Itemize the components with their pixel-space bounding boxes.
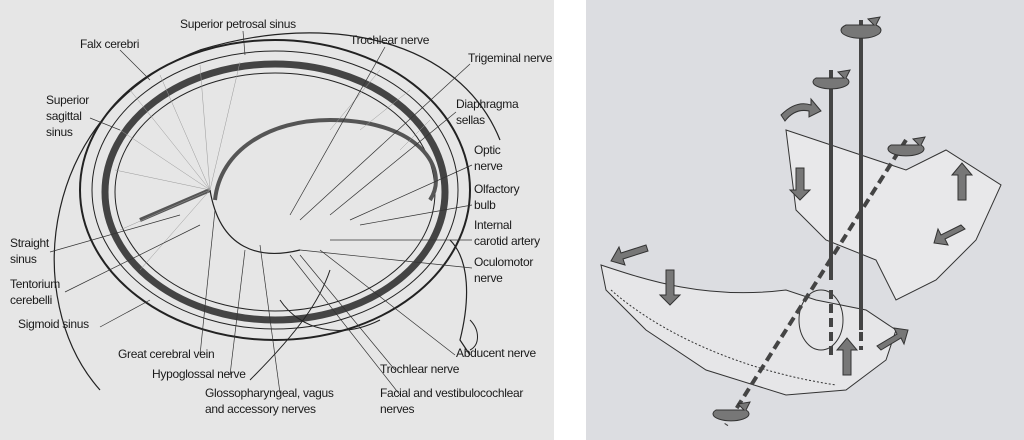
label-line: Diaphragma [456,97,519,111]
label-hypoglossal-nerve: Hypoglossal nerve [152,367,246,381]
label-line: sellas [456,113,485,127]
label-glossopharyngeal-vagus-accessory: Glossopharyngeal, vagus and accessory ner… [205,385,334,417]
label-diaphragma-sellas: Diaphragma sellas [456,96,519,128]
label-falx-cerebri: Falx cerebri [80,37,140,51]
skull-rotation-axes-diagram [586,0,1024,440]
label-line: Facial and vestibulocochlear [380,386,524,400]
label-line: carotid artery [474,234,540,248]
label-internal-carotid-artery: Internal carotid artery [474,217,540,249]
label-line: Superior [46,93,89,107]
label-tentorium-cerebelli: Tentorium cerebelli [10,276,60,308]
skull-rotation-drawing [600,16,1002,427]
label-line: sagittal [46,109,82,123]
label-superior-sagittal-sinus: Superior sagittal sinus [46,92,89,140]
label-oculomotor-nerve: Oculomotor nerve [474,254,533,286]
label-trochlear-nerve-bottom: Trochlear nerve [380,362,460,376]
label-line: Tentorium [10,277,60,291]
label-straight-sinus: Straight sinus [10,235,49,267]
label-facial-vestibulocochlear: Facial and vestibulocochlear nerves [380,385,523,417]
label-line: Oculomotor [474,255,534,269]
label-optic-nerve: Optic nerve [474,142,503,174]
label-olfactory-bulb: Olfactory bulb [474,181,520,213]
label-line: sinus [46,125,73,139]
label-great-cerebral-vein: Great cerebral vein [118,347,215,361]
label-superior-petrosal-sinus: Superior petrosal sinus [180,17,296,31]
label-line: nerve [474,159,503,173]
label-line: Olfactory [474,182,520,196]
dural-folds-diagram: Superior petrosal sinus Falx cerebri Tro… [0,0,554,440]
skull-section-drawing [49,30,501,396]
label-trochlear-nerve-top: Trochlear nerve [350,33,430,47]
label-abducent-nerve: Abducent nerve [456,346,536,360]
label-line: and accessory nerves [205,402,316,416]
label-line: bulb [474,198,496,212]
label-line: Optic [474,143,501,157]
label-line: Glossopharyngeal, vagus [205,386,334,400]
label-line: sinus [10,252,37,266]
label-line: nerve [474,271,503,285]
label-line: Straight [10,236,49,250]
label-line: cerebelli [10,293,52,307]
label-sigmoid-sinus: Sigmoid sinus [18,317,89,331]
label-line: Internal [474,218,512,232]
label-trigeminal-nerve: Trigeminal nerve [468,51,553,65]
label-line: nerves [380,402,415,416]
